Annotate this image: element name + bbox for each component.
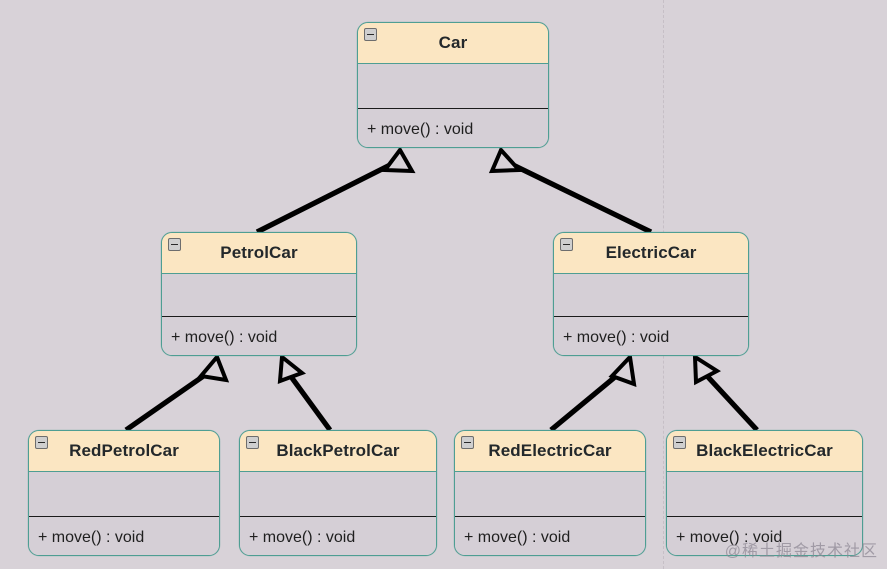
watermark: @稀土掘金技术社区 xyxy=(724,543,878,560)
class-name-redelectriccar: RedElectricCar xyxy=(488,441,612,460)
generalization-redelectriccar-to-electriccar xyxy=(549,352,637,433)
generalization-redpetrolcar-to-petrolcar xyxy=(124,353,230,433)
class-attributes-electriccar xyxy=(554,274,748,317)
class-methods-redpetrolcar: + move() : void xyxy=(29,517,219,555)
generalization-petrolcar-to-car xyxy=(255,146,416,235)
method-item: + move() : void xyxy=(249,529,356,546)
class-attributes-blackelectriccar xyxy=(667,472,862,517)
class-header-redelectriccar: RedElectricCar xyxy=(455,431,645,472)
class-methods-redelectriccar: + move() : void xyxy=(455,517,645,555)
class-methods-blackelectriccar: + move() : void xyxy=(667,517,862,555)
class-name-redpetrolcar: RedPetrolCar xyxy=(69,441,179,460)
method-item: + move() : void xyxy=(171,329,278,346)
class-methods-electriccar: + move() : void xyxy=(554,317,748,355)
collapse-minus-icon[interactable] xyxy=(364,28,377,41)
class-header-blackelectriccar: BlackElectricCar xyxy=(667,431,862,472)
uml-class-electriccar[interactable]: ElectricCar + move() : void xyxy=(553,232,749,356)
class-methods-car: + move() : void xyxy=(358,109,548,147)
class-header-redpetrolcar: RedPetrolCar xyxy=(29,431,219,472)
generalization-blackpetrolcar-to-petrolcar xyxy=(277,353,333,432)
method-item: + move() : void xyxy=(367,121,474,138)
collapse-minus-icon[interactable] xyxy=(168,238,181,251)
class-methods-blackpetrolcar: + move() : void xyxy=(240,517,436,555)
method-item: + move() : void xyxy=(563,329,670,346)
class-attributes-car xyxy=(358,64,548,109)
uml-class-blackpetrolcar[interactable]: BlackPetrolCar + move() : void xyxy=(239,430,437,556)
class-attributes-petrolcar xyxy=(162,274,356,317)
class-attributes-redpetrolcar xyxy=(29,472,219,517)
uml-class-redelectriccar[interactable]: RedElectricCar + move() : void xyxy=(454,430,646,556)
class-header-petrolcar: PetrolCar xyxy=(162,233,356,274)
collapse-minus-icon[interactable] xyxy=(246,436,259,449)
generalization-blackelectriccar-to-electriccar xyxy=(692,353,759,432)
method-item: + move() : void xyxy=(38,529,145,546)
generalization-electriccar-to-car xyxy=(488,146,653,235)
class-header-car: Car xyxy=(358,23,548,64)
class-name-blackpetrolcar: BlackPetrolCar xyxy=(276,441,400,460)
collapse-minus-icon[interactable] xyxy=(560,238,573,251)
collapse-minus-icon[interactable] xyxy=(35,436,48,449)
method-item: + move() : void xyxy=(464,529,571,546)
uml-class-car[interactable]: Car + move() : void xyxy=(357,22,549,148)
class-name-petrolcar: PetrolCar xyxy=(220,243,298,262)
method-item: + move() : void xyxy=(676,529,783,546)
collapse-minus-icon[interactable] xyxy=(673,436,686,449)
class-name-car: Car xyxy=(438,33,468,52)
uml-class-redpetrolcar[interactable]: RedPetrolCar + move() : void xyxy=(28,430,220,556)
class-name-electriccar: ElectricCar xyxy=(605,243,697,262)
class-header-electriccar: ElectricCar xyxy=(554,233,748,274)
class-attributes-redelectriccar xyxy=(455,472,645,517)
class-methods-petrolcar: + move() : void xyxy=(162,317,356,355)
class-name-blackelectriccar: BlackElectricCar xyxy=(696,441,833,460)
uml-class-blackelectriccar[interactable]: BlackElectricCar + move() : void xyxy=(666,430,863,556)
uml-class-petrolcar[interactable]: PetrolCar + move() : void xyxy=(161,232,357,356)
class-header-blackpetrolcar: BlackPetrolCar xyxy=(240,431,436,472)
collapse-minus-icon[interactable] xyxy=(461,436,474,449)
class-attributes-blackpetrolcar xyxy=(240,472,436,517)
